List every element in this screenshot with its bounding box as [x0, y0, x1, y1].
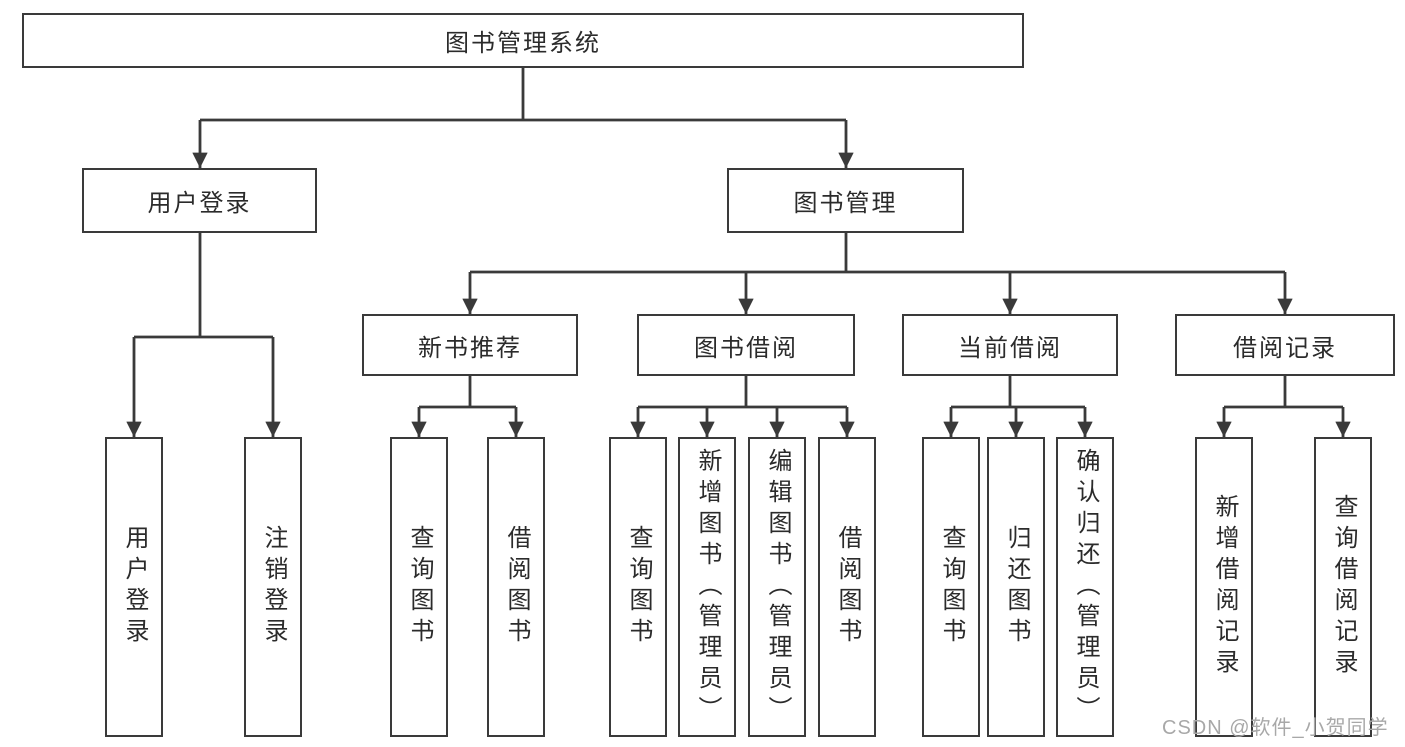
leaf-return-book-label: 归还图书	[1003, 525, 1030, 649]
leaf-return-book: 归还图书	[987, 437, 1045, 737]
leaf-user-login-label: 用户登录	[121, 525, 148, 649]
leaf-query-borrow-record-label: 查询借阅记录	[1330, 494, 1357, 680]
leaf-logout-label: 注销登录	[260, 525, 287, 649]
leaf-borrow-books-borrow: 借阅图书	[818, 437, 876, 737]
leaf-edit-book-admin-label: 编辑图书（管理员）	[764, 447, 791, 727]
leaf-query-books-recommend-label: 查询图书	[406, 525, 433, 649]
leaf-query-books-borrow-label: 查询图书	[625, 525, 652, 649]
leaf-query-books-current-label: 查询图书	[938, 525, 965, 649]
leaf-confirm-return-admin-label: 确认归还（管理员）	[1072, 447, 1099, 727]
leaf-add-book-admin-label: 新增图书（管理员）	[694, 447, 721, 727]
leaf-query-books-borrow: 查询图书	[609, 437, 667, 737]
leaf-query-borrow-record: 查询借阅记录	[1314, 437, 1372, 737]
leaf-query-books-current: 查询图书	[922, 437, 980, 737]
leaf-add-book-admin: 新增图书（管理员）	[678, 437, 736, 737]
leaf-add-borrow-record-label: 新增借阅记录	[1211, 494, 1238, 680]
node-borrow-records: 借阅记录	[1175, 314, 1395, 376]
watermark-text: CSDN @软件_小贺同学	[1162, 717, 1389, 739]
node-new-book-recommend: 新书推荐	[362, 314, 578, 376]
leaf-borrow-books-recommend-label: 借阅图书	[503, 525, 530, 649]
leaf-add-borrow-record: 新增借阅记录	[1195, 437, 1253, 737]
leaf-query-books-recommend: 查询图书	[390, 437, 448, 737]
node-root: 图书管理系统	[22, 13, 1024, 68]
node-current-borrow: 当前借阅	[902, 314, 1118, 376]
node-book-management: 图书管理	[727, 168, 964, 233]
leaf-borrow-books-recommend: 借阅图书	[487, 437, 545, 737]
leaf-logout: 注销登录	[244, 437, 302, 737]
node-book-borrow: 图书借阅	[637, 314, 855, 376]
leaf-edit-book-admin: 编辑图书（管理员）	[748, 437, 806, 737]
leaf-user-login: 用户登录	[105, 437, 163, 737]
node-user-login: 用户登录	[82, 168, 317, 233]
leaf-borrow-books-borrow-label: 借阅图书	[834, 525, 861, 649]
leaf-confirm-return-admin: 确认归还（管理员）	[1056, 437, 1114, 737]
